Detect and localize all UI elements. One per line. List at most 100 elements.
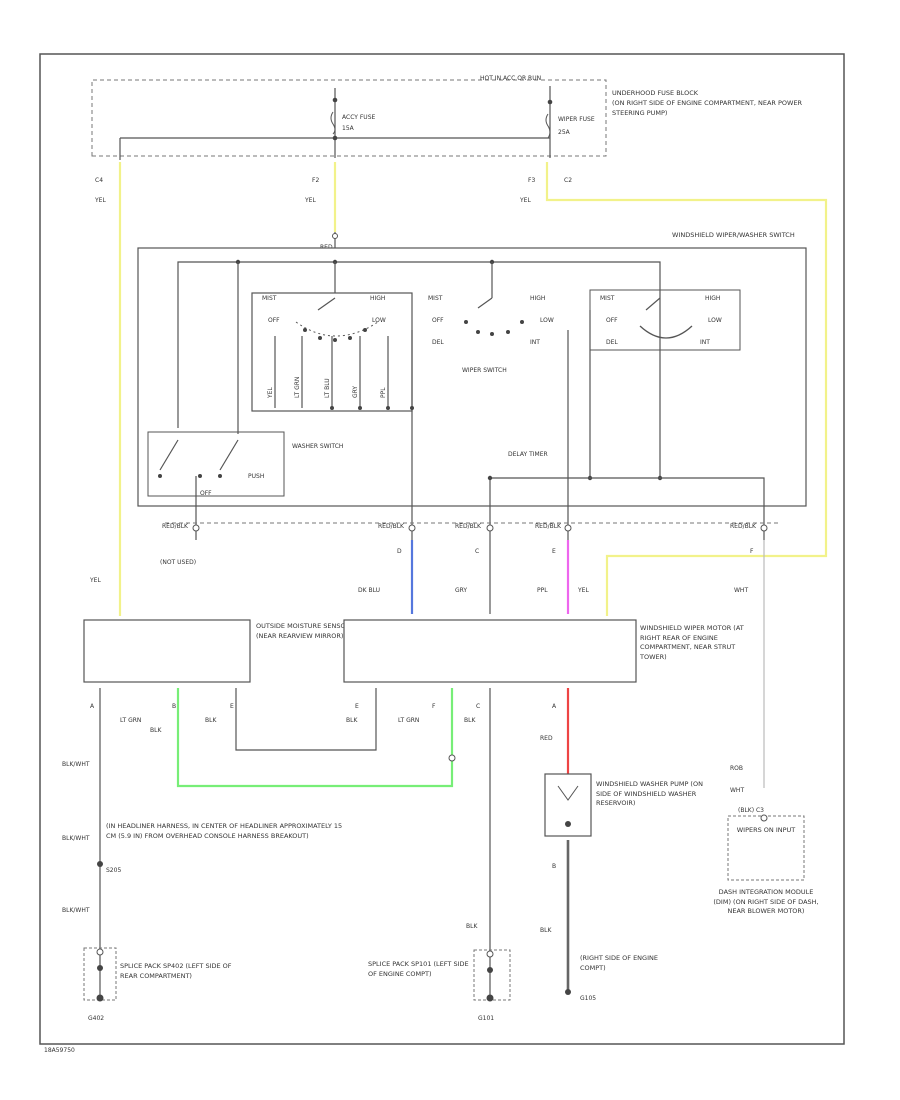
- sp402-label: SPLICE PACK SP402 (LEFT SIDE OF REAR COM…: [120, 962, 232, 980]
- wire-label-yel-f2: YEL: [304, 197, 316, 204]
- hot-label: HOT IN ACC OR RUN: [480, 75, 541, 82]
- wiper-fuse-rating: 25A: [558, 129, 571, 136]
- conn-label-4: RED/BLK: [535, 523, 562, 530]
- diagram-id: 18A59750: [44, 1047, 75, 1054]
- wire-label-blk-wht-1: BLK/WHT: [62, 761, 90, 768]
- ground-term-label: ROB: [730, 765, 743, 772]
- wire-label-wht-dim: WHT: [730, 787, 744, 794]
- switch-low-1: LOW: [372, 317, 386, 324]
- terminal-f2: F2: [312, 177, 319, 184]
- dim-label: DASH INTEGRATION MODULE (DIM) (ON RIGHT …: [713, 888, 819, 916]
- accy-fuse-name: ACCY FUSE: [342, 114, 375, 121]
- terminal-c2: C2: [564, 177, 572, 184]
- delay-timer-label: DELAY TIMER: [508, 451, 548, 458]
- moisture-sensor-label: OUTSIDE MOISTURE SENSOR (NEAR REARVIEW M…: [256, 622, 351, 640]
- wire-label-blk-2: BLK: [205, 717, 217, 724]
- wipers-on-input: WIPERS ON INPUT: [736, 826, 796, 834]
- switch-mist-2: MIST: [428, 295, 443, 302]
- accy-fuse-rating: 15A: [342, 125, 355, 132]
- yel-wires: [118, 162, 828, 616]
- ground-g101: G101: [478, 1015, 494, 1022]
- wire-label-yel-c4: YEL: [94, 197, 106, 204]
- terminal-f: F: [750, 548, 754, 555]
- wiper-washer-switch: WINDSHIELD WIPER/WASHER SWITCH MIST HIGH…: [137, 231, 807, 540]
- switch-mist-1: MIST: [262, 295, 277, 302]
- switch-mist-3: MIST: [600, 295, 615, 302]
- terminal-f3: F3: [528, 177, 535, 184]
- switch-high-1: HIGH: [370, 295, 385, 302]
- harness-col-5: PPL: [380, 387, 387, 398]
- terminal-a-motor: A: [552, 703, 557, 710]
- switch-off-3: OFF: [606, 317, 618, 324]
- windshield-washer-pump: WINDSHIELD WASHER PUMP (ON SIDE OF WINDS…: [544, 773, 703, 837]
- wgrn-wire: [176, 688, 454, 788]
- terminal-c-motor: C: [476, 703, 480, 710]
- harness-col-2: LT GRN: [294, 377, 301, 398]
- wire-label-dk-blu: DK BLU: [358, 587, 380, 594]
- terminal-b-pump: B: [552, 863, 556, 870]
- wiper-motor-label: WINDSHIELD WIPER MOTOR (AT RIGHT REAR OF…: [640, 624, 744, 661]
- ground-g402: G402: [88, 1015, 104, 1022]
- conn-label-3: RED/BLK: [455, 523, 482, 530]
- headliner-note: (IN HEADLINER HARNESS, IN CENTER OF HEAD…: [106, 822, 343, 840]
- splice-s205: S205: [106, 867, 121, 874]
- wire-label-blk-pump: BLK: [540, 927, 552, 934]
- terminal-e-motor: E: [355, 703, 359, 710]
- wiper-switch-label: WIPER SWITCH: [462, 367, 507, 374]
- switch-push: PUSH: [248, 473, 264, 480]
- windshield-wiper-motor: WINDSHIELD WIPER MOTOR (AT RIGHT REAR OF…: [343, 619, 744, 683]
- wire-label-wht: WHT: [734, 587, 748, 594]
- fuse-block-name: UNDERHOOD FUSE BLOCK: [612, 89, 699, 97]
- terminal-c4: C4: [95, 177, 103, 184]
- wire-label-blk-3: BLK: [346, 717, 358, 724]
- terminal-b-sensor: B: [172, 703, 176, 710]
- wire-label-yel-motor: YEL: [577, 587, 589, 594]
- wire-label-blk-4: BLK: [464, 717, 476, 724]
- conn-label-1: RED/BLK: [162, 523, 189, 530]
- switch-high-2: HIGH: [530, 295, 545, 302]
- not-used-label: (NOT USED): [160, 559, 196, 566]
- harness-col-3: LT BLU: [324, 378, 331, 398]
- wire-label-lt-grn-2: LT GRN: [398, 717, 419, 724]
- harness-col-4: GRY: [352, 386, 359, 398]
- wire-label-yel-sensor: YEL: [89, 577, 101, 584]
- switch-low-3: LOW: [708, 317, 722, 324]
- wire-label-yel-f3: YEL: [519, 197, 531, 204]
- dim-connector: (BLK) C3: [738, 807, 764, 814]
- wire-label-blk-wht-2: BLK/WHT: [62, 835, 90, 842]
- splice-pack-sp101: SPLICE PACK SP101 (LEFT SIDE OF ENGINE C…: [368, 949, 511, 1002]
- washer-switch-label: WASHER SWITCH: [292, 443, 343, 450]
- wire-label-blk-sp101: BLK: [466, 923, 478, 930]
- right-side-engine-label: (RIGHT SIDE OF ENGINE COMPT): [580, 954, 658, 972]
- wy3-wire: [545, 162, 828, 616]
- dash-integration-module: WIPERS ON INPUT DASH INTEGRATION MODULE …: [713, 814, 819, 916]
- ground-g105: G105: [580, 995, 596, 1002]
- terminal-c: C: [475, 548, 479, 555]
- switch-high-3: HIGH: [705, 295, 720, 302]
- switch-del-2: DEL: [432, 339, 444, 346]
- diagram-frame: [39, 53, 845, 1045]
- switch-name: WINDSHIELD WIPER/WASHER SWITCH: [672, 231, 795, 239]
- conn-label-5: RED/BLK: [730, 523, 757, 530]
- harness-col-1: YEL: [267, 387, 274, 399]
- splice-pack-sp402: SPLICE PACK SP402 (LEFT SIDE OF REAR COM…: [83, 947, 232, 1002]
- wire-label-gry: GRY: [455, 587, 467, 594]
- terminal-e: E: [552, 548, 556, 555]
- underhood-fuse-block: HOT IN ACC OR RUN ACCY FUSE 15A WIPER FU…: [91, 75, 803, 160]
- wire-label-blk-1: BLK: [150, 727, 162, 734]
- switch-low-2: LOW: [540, 317, 554, 324]
- switch-del-3: DEL: [606, 339, 618, 346]
- switch-int-2: INT: [530, 339, 540, 346]
- fuse-block-location: (ON RIGHT SIDE OF ENGINE COMPARTMENT, NE…: [612, 99, 803, 117]
- outside-moisture-sensor: OUTSIDE MOISTURE SENSOR (NEAR REARVIEW M…: [83, 619, 351, 683]
- wire-label-lt-grn-1: LT GRN: [120, 717, 141, 724]
- switch-off-1: OFF: [268, 317, 280, 324]
- sp101-label: SPLICE PACK SP101 (LEFT SIDE OF ENGINE C…: [368, 960, 469, 978]
- wire-label-blk-wht-3: BLK/WHT: [62, 907, 90, 914]
- switch-int-3: INT: [700, 339, 710, 346]
- switch-off-2: OFF: [432, 317, 444, 324]
- switch-off-washer: OFF: [200, 490, 212, 497]
- wire-label-red: RED: [540, 735, 553, 742]
- wire-label-ppl: PPL: [537, 587, 548, 594]
